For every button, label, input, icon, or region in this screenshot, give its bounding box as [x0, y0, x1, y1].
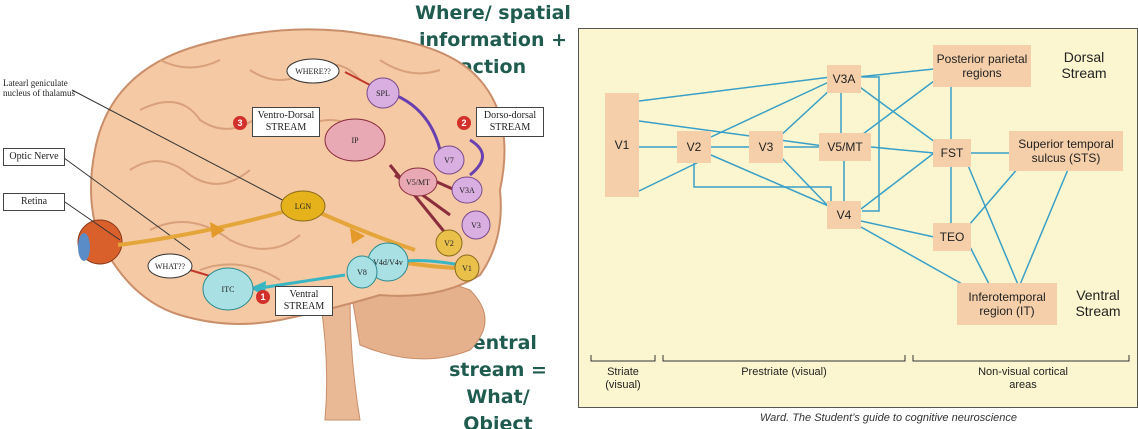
v3a-label: V3A [459, 186, 475, 195]
node-inferotemporal: Inferotemporal region (IT) [957, 283, 1057, 325]
region-prestriate: Prestriate (visual) [741, 366, 827, 378]
ventro-dorsal-stream-box: Ventro-Dorsal STREAM [252, 107, 320, 137]
lgn-node-label: LGN [295, 202, 312, 211]
itc-node [202, 267, 254, 311]
label-pointers [59, 89, 293, 251]
v3-label: V3 [471, 221, 481, 230]
ip-node [324, 118, 386, 162]
svg-text:2: 2 [461, 118, 466, 128]
dorsal-stream-label: Dorsal Stream [1061, 49, 1107, 81]
retina-label: Retina [3, 193, 65, 211]
v5mt-node [398, 167, 438, 197]
v1-node [454, 254, 480, 282]
v7-label: V7 [444, 156, 454, 165]
v2-node [435, 229, 463, 257]
eye-icon [77, 219, 123, 265]
svg-text:3: 3 [237, 118, 242, 128]
ventral-stream-label: Ventral Stream [1075, 287, 1121, 319]
v3a-node [451, 176, 483, 204]
v1-label: V1 [462, 264, 472, 273]
heading-dorsal: Where/ spatial information + action [415, 2, 571, 78]
optic-nerve-label: Optic Nerve [3, 148, 65, 166]
v2-label: V2 [444, 239, 454, 248]
ventral-stream-box: Ventral STREAM [275, 286, 333, 316]
citation: Ward. The Student’s guide to cognitive n… [760, 412, 1018, 424]
node-v5mt: V5/MT [819, 133, 871, 161]
lgn-arrowhead-1 [210, 222, 225, 238]
v4dv4v-label: V4d/V4v [373, 258, 403, 267]
ip-label: IP [351, 136, 359, 145]
node-v3a: V3A [827, 65, 861, 93]
spl-node [366, 77, 400, 109]
visual-pathways-diagram: V1 V2 V3 V3A V5/MT V4 Posterior parietal… [578, 28, 1138, 408]
what-arrow [189, 269, 211, 277]
what-label: WHAT?? [155, 262, 186, 271]
v5mt-label: V5/MT [406, 178, 430, 187]
node-fst: FST [933, 139, 971, 167]
connection-lines [590, 68, 1130, 362]
badge-2 [457, 116, 471, 130]
badge-3 [233, 116, 247, 130]
svg-text:1: 1 [260, 292, 265, 302]
spl-label: SPL [376, 89, 390, 98]
dorso-dorsal-stream-box: Dorso-dorsal STREAM [476, 107, 544, 137]
lgn-arrowhead-2 [350, 228, 365, 244]
where-label: WHERE?? [295, 67, 331, 76]
brainstem-shape [319, 299, 361, 421]
node-sts: Superior temporal sulcus (STS) [1009, 131, 1123, 171]
brain-diagram: WHERE?? SPL IP V7 V5/MT V3A V3 V2 V1 LGN… [59, 28, 506, 421]
region-nonvisual: Non-visual cortical areas [978, 366, 1068, 391]
what-node [147, 253, 193, 279]
v8-label: V8 [357, 268, 367, 277]
badge-1 [256, 290, 270, 304]
region-striate: Striate (visual) [605, 366, 641, 391]
v8-node [346, 255, 378, 289]
node-v3: V3 [749, 131, 783, 163]
v7-node [433, 145, 465, 175]
lgn-node [280, 190, 326, 222]
node-posterior-parietal: Posterior parietal regions [933, 45, 1031, 87]
node-v2: V2 [677, 131, 711, 163]
where-node [286, 58, 340, 84]
dorso-dorsal-arrows [394, 93, 484, 177]
node-v1: V1 [605, 93, 639, 197]
lgn-side-label: Latearl geniculate nucleus of thalamus [3, 78, 75, 98]
v3-node [461, 210, 491, 240]
node-v4: V4 [827, 201, 861, 229]
node-teo: TEO [933, 223, 971, 251]
itc-label: ITC [222, 285, 235, 294]
where-arrow [344, 71, 371, 86]
